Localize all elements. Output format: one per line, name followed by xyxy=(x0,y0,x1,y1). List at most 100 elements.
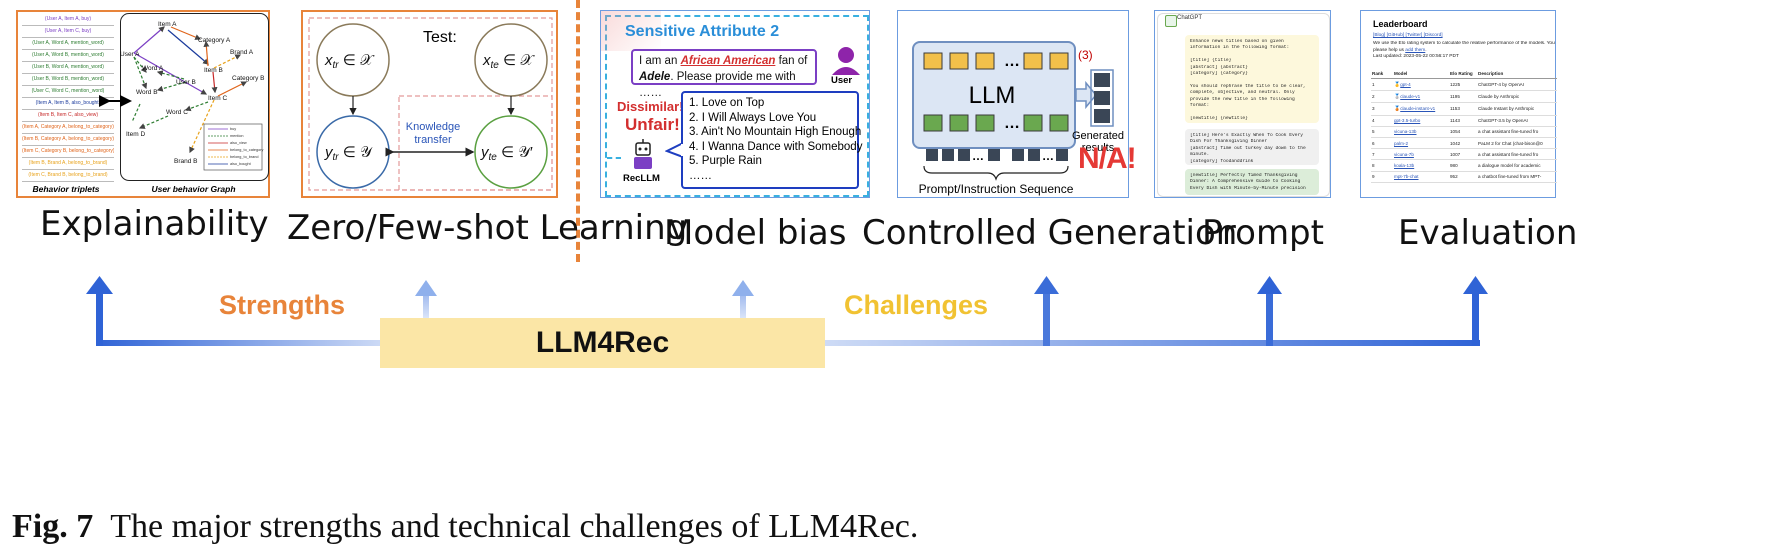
arrow-zero-shot-icon xyxy=(415,280,437,296)
marker-label: (3) xyxy=(1078,48,1093,62)
prompt-line: complete, objective, and neutral. Only xyxy=(1190,90,1295,96)
arrow-controlled-icon xyxy=(1034,276,1059,294)
svg-text:ytr ∈ 𝒴: ytr ∈ 𝒴 xyxy=(324,144,373,163)
legend-item: also_view xyxy=(230,141,247,145)
cell-rank: 2 xyxy=(1371,90,1393,104)
model-link[interactable]: koala-13b xyxy=(1394,162,1415,168)
llm-diagram: … … LLM (3) Generated results … … Prompt… xyxy=(919,48,1124,196)
knowledge-label: Knowledge xyxy=(406,121,460,133)
node-item-b: Item B xyxy=(204,67,223,74)
prompt-line: information in the following format: xyxy=(1190,45,1290,51)
node-item-a: Item A xyxy=(158,21,177,28)
model-link[interactable]: vicuna-13b xyxy=(1394,129,1417,135)
center-label: LLM4Rec xyxy=(535,326,670,359)
zero-shot-panel: Test: xtr ∈ 𝒳 ytr ∈ 𝒴 xte ∈ 𝒳 yte ∈ 𝒴′ K… xyxy=(301,10,558,198)
node-word-c: Word C xyxy=(166,109,188,116)
triplet-item: (User A, Word B, mention_word) xyxy=(22,50,114,62)
unfair-label: Unfair! xyxy=(625,115,680,134)
chatgpt-label: ChatGPT xyxy=(1177,15,1203,21)
chatgpt-icon xyxy=(1165,15,1177,27)
model-link[interactable]: gpt-3.5-turbo xyxy=(1394,118,1421,124)
node-user-b: User B xyxy=(176,79,196,86)
node-category-a: Category A xyxy=(198,37,231,44)
triplet-item: (Item B, Category A, belong_to_category) xyxy=(22,134,114,146)
figure-caption-text: The major strengths and technical challe… xyxy=(110,508,919,545)
arrow-model-bias-icon xyxy=(732,280,754,296)
label-prompt: Prompt xyxy=(1202,213,1324,253)
user-behavior-graph: Item A Category A User A Brand A Word A … xyxy=(99,21,265,171)
model-link[interactable]: gpt-4 xyxy=(1400,81,1411,87)
leaderboard-links[interactable]: [Blog] [GitHub] [Twitter] [Discord] xyxy=(1373,33,1443,38)
cell-desc: Claude by Anthropic xyxy=(1477,90,1557,104)
label-zero-shot: Zero/Few-shot Learning xyxy=(287,208,688,248)
prompt-line: [title] Here's Exactly When To Cook Ever… xyxy=(1190,133,1304,138)
node-item-c: Item C xyxy=(208,95,227,102)
cell-rank: 3 xyxy=(1371,102,1393,116)
model-link[interactable]: vicuna-7b xyxy=(1394,151,1414,157)
svg-text:…: … xyxy=(1004,115,1020,132)
leaderboard-description: We use the Elo rating system to calculat… xyxy=(1373,41,1555,60)
results-label: results xyxy=(1082,142,1115,154)
triplet-item: (User A, Item C, buy) xyxy=(22,26,114,38)
medal-icon: 🥉 xyxy=(1394,105,1401,112)
cell-elo: 1153 xyxy=(1449,102,1477,116)
cell-elo: 952 xyxy=(1449,171,1477,183)
recommendation-item: 4. I Wanna Dance with Somebody xyxy=(689,140,863,153)
arrow-explainability-icon xyxy=(86,276,113,294)
generated-label: Generated xyxy=(1072,130,1124,142)
prompt-line: [abstract] {abstract} xyxy=(1190,64,1248,70)
explainability-panel: (User A, Item A, buy)(User A, Item C, bu… xyxy=(16,10,270,198)
cell-rank: 8 xyxy=(1371,159,1393,172)
arrow-prompt-icon xyxy=(1257,276,1282,294)
prompt-line: Every Dish with Minute-by-Minute precisi… xyxy=(1190,185,1306,191)
prompt-line: [category] foodanddrink xyxy=(1190,158,1254,164)
model-link[interactable]: claude-instant-v1 xyxy=(1400,105,1436,111)
figure-number: Fig. 7 xyxy=(12,508,94,545)
leaderboard-header[interactable]: Description xyxy=(1477,69,1557,79)
legend-item: belong_to_category xyxy=(230,148,263,152)
label-evaluation: Evaluation xyxy=(1398,213,1578,253)
cell-desc: a chat assistant fine-tuned fro xyxy=(1477,148,1557,161)
prompt-line: minute. xyxy=(1190,152,1210,158)
triplet-item: (Item C, Brand B, belong_to_brand) xyxy=(22,170,114,182)
svg-text:…: … xyxy=(1004,53,1020,70)
behavior-triplets-list: (User A, Item A, buy)(User A, Item C, bu… xyxy=(22,14,114,182)
brace-icon xyxy=(923,165,1069,181)
cell-rank: 4 xyxy=(1371,115,1393,127)
behavior-graph-title: User behavior Graph xyxy=(151,184,236,194)
output-arrow-icon xyxy=(1075,80,1097,110)
recommendation-item: 2. I Will Always Love You xyxy=(689,111,817,124)
cell-elo: 980 xyxy=(1449,159,1477,172)
cell-elo: 1225 xyxy=(1449,78,1477,92)
behavior-triplets-title: Behavior triplets xyxy=(32,184,100,194)
triplet-item: (User A, Word A, mention_word) xyxy=(22,38,114,50)
node-word-a: Word A xyxy=(142,65,164,72)
leaderboard-header[interactable]: Elo Rating xyxy=(1449,69,1477,79)
prompt-panel: ChatGPT Enhance news titles based on giv… xyxy=(1154,10,1331,198)
model-link[interactable]: claude-v1 xyxy=(1400,93,1421,99)
dissimilar-label: Dissimilar! xyxy=(617,99,684,114)
user-icon xyxy=(832,47,860,75)
cell-rank: 6 xyxy=(1371,137,1393,150)
prompt-line: format: xyxy=(1190,103,1210,109)
leaderboard-header[interactable]: Model xyxy=(1393,69,1449,79)
node-word-b: Word B xyxy=(136,89,158,96)
model-link[interactable]: mpt-7b-chat xyxy=(1394,174,1419,180)
svg-text:…: … xyxy=(1042,149,1054,163)
cell-elo: 1054 xyxy=(1449,126,1477,138)
cell-desc: a chat assistant fine-tuned fro xyxy=(1477,126,1557,138)
model-link[interactable]: palm-2 xyxy=(1394,140,1409,146)
llm-label: LLM xyxy=(969,82,1016,109)
prompt-line: provide the new title in the following xyxy=(1190,96,1295,102)
leaderboard-header[interactable]: Rank xyxy=(1371,69,1393,79)
arrow-evaluation-icon xyxy=(1463,276,1488,294)
